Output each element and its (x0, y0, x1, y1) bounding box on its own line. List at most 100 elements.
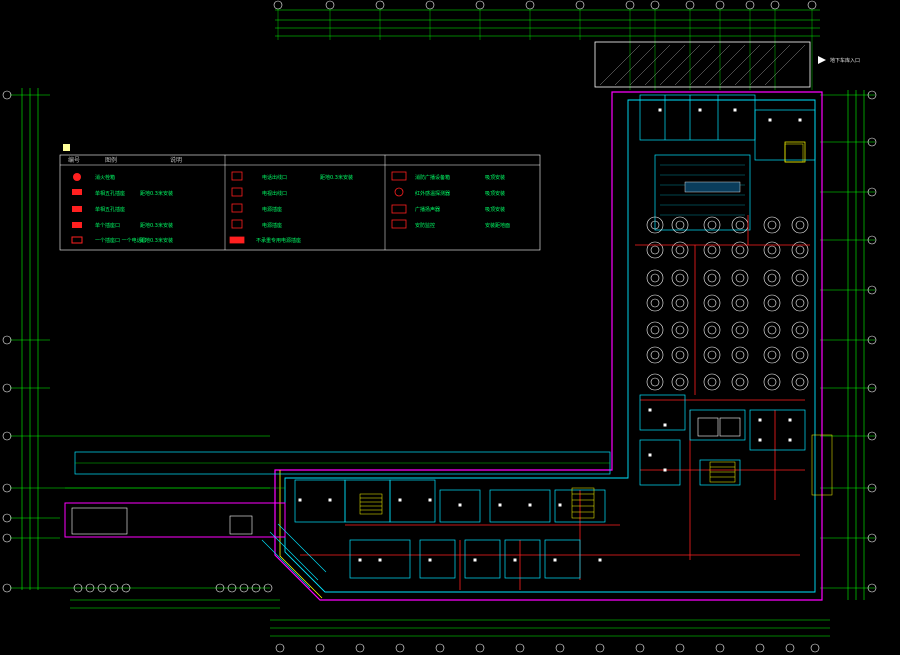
dining-table-top (735, 350, 745, 360)
dining-table (791, 216, 809, 234)
dining-table-top (735, 325, 745, 335)
legend-header-symbol: 图例 (105, 156, 117, 164)
legend-right-row-3-name: 广播扬声器 (415, 206, 440, 213)
north-room-label-box (684, 181, 741, 193)
top-dimension-band (275, 9, 820, 37)
legend-mid-row-2-name: 电视出线口 (262, 190, 287, 197)
legend-symbols-right (391, 171, 407, 229)
electrical-fixture (648, 453, 652, 457)
dining-table-top (675, 350, 685, 360)
dining-table (646, 216, 664, 234)
electrical-fixture (558, 503, 562, 507)
legend-left-row-3-name: 单相五孔插座 (95, 206, 125, 213)
circuit-lines (300, 215, 810, 590)
dining-table (703, 321, 721, 339)
top-grid-bubbles (273, 0, 817, 10)
legend-left-row-2-desc: 距地0.3米安装 (140, 190, 173, 197)
west-wing (64, 451, 611, 538)
dining-table (731, 321, 749, 339)
electrical-fixture (498, 503, 502, 507)
dining-table (791, 241, 809, 259)
dining-table (731, 294, 749, 312)
electrical-fixture (698, 108, 702, 112)
legend-left-row-1-name: 消火栓箱 (95, 174, 115, 181)
electrical-fixture (553, 558, 557, 562)
dining-table (731, 241, 749, 259)
legend-symbols-mid (229, 171, 245, 244)
dining-table-top (795, 325, 805, 335)
dining-table-top (767, 245, 777, 255)
dining-table-top (735, 377, 745, 387)
dining-table-top (650, 298, 660, 308)
electrical-fixture (663, 468, 667, 472)
dining-table (763, 269, 781, 287)
diagonal-wing (261, 523, 327, 589)
dining-table (731, 373, 749, 391)
parking-entrance-label: 地下车库入口 (830, 57, 860, 64)
electrical-fixture (378, 558, 382, 562)
dining-table (646, 269, 664, 287)
legend-right-row-1-name: 消防广播设备箱 (415, 174, 450, 181)
legend-header-no: 编号 (68, 156, 80, 164)
dining-table-top (650, 245, 660, 255)
dining-tables (646, 216, 809, 391)
dining-table (646, 346, 664, 364)
dining-table-top (767, 298, 777, 308)
north-rooms (639, 94, 816, 231)
dining-table-top (795, 220, 805, 230)
dining-table-top (735, 273, 745, 283)
dining-table (763, 241, 781, 259)
dining-table (671, 346, 689, 364)
dining-table-top (650, 325, 660, 335)
left-dimension-band (10, 88, 270, 590)
electrical-fixture (528, 503, 532, 507)
legend-mid-row-3-name: 电源插座 (262, 206, 282, 213)
dining-table (763, 294, 781, 312)
dining-table-top (707, 298, 717, 308)
electrical-fixture (328, 498, 332, 502)
parking-entrance-ramp: 地下车库入口 (594, 41, 860, 88)
legend-left-row-4-desc: 距地0.3米安装 (140, 222, 173, 229)
legend-mid-row-1-desc: 距地0.3米安装 (320, 174, 353, 181)
electrical-fixture (428, 558, 432, 562)
dining-table-top (735, 245, 745, 255)
dining-table (671, 294, 689, 312)
south-rooms (294, 394, 806, 579)
dining-table-top (675, 220, 685, 230)
dining-table-top (650, 273, 660, 283)
electrical-fixture (598, 558, 602, 562)
electrical-fixture (473, 558, 477, 562)
legend-left-row-4-name: 单个插座口 (95, 222, 120, 229)
dining-table-top (767, 325, 777, 335)
stairs (359, 143, 833, 519)
legend-mid-row-5-desc: 不承重专用电源插座 (256, 237, 301, 244)
dining-table-top (795, 245, 805, 255)
dining-table (703, 216, 721, 234)
legend-left-row-2-name: 单相五孔插座 (95, 190, 125, 197)
dining-table-top (795, 298, 805, 308)
legend-right-row-1-desc: 吸顶安装 (485, 174, 505, 181)
dining-table-top (707, 273, 717, 283)
dining-table-top (675, 377, 685, 387)
legend-right-row-2-name: 红外感温探测器 (415, 190, 450, 197)
dining-table-top (707, 245, 717, 255)
bottom-grid-bubbles (73, 583, 820, 653)
left-grid-bubbles (2, 90, 12, 593)
dining-table-top (675, 298, 685, 308)
dining-table-top (795, 377, 805, 387)
dining-table-top (707, 350, 717, 360)
dining-table (646, 241, 664, 259)
legend-table: 编号 图例 说明 消火栓箱 单相五孔插座 距地0.3米安装 单相五孔插座 单个插… (59, 144, 541, 251)
legend-right-row-4-desc: 安装距地面 (485, 222, 510, 229)
electrical-fixture (298, 498, 302, 502)
legend-header-desc: 说明 (170, 156, 182, 164)
dining-table (671, 321, 689, 339)
dining-table-top (650, 377, 660, 387)
dining-table (791, 321, 809, 339)
dining-table-top (767, 220, 777, 230)
dining-table-top (707, 377, 717, 387)
dining-table-top (650, 220, 660, 230)
dining-table-top (767, 273, 777, 283)
electrical-fixture (458, 503, 462, 507)
